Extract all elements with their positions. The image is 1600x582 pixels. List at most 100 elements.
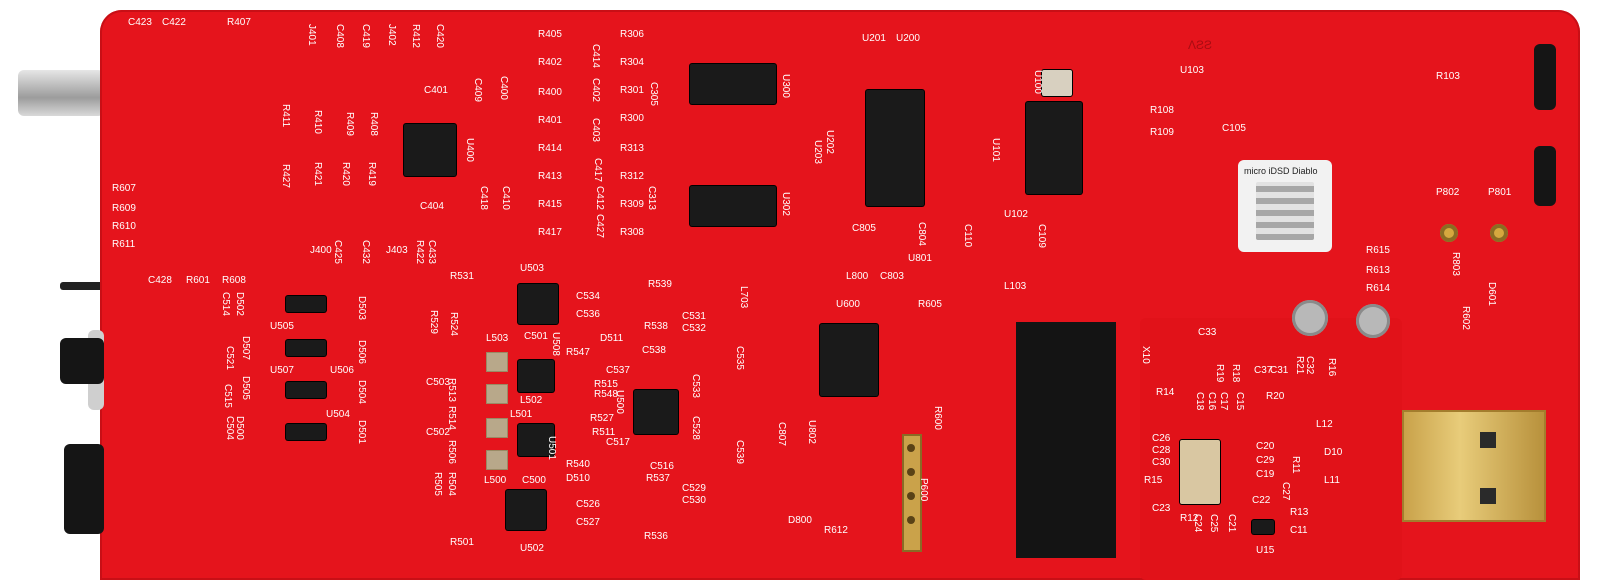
silkscreen-label: C534 — [576, 291, 600, 302]
inductor-l503 — [486, 352, 508, 372]
silkscreen-label: R529 — [428, 310, 439, 334]
silkscreen-label: R548 — [594, 389, 618, 400]
silkscreen-label: U500 — [614, 390, 625, 414]
silkscreen-label: U802 — [806, 420, 817, 444]
ic-u503 — [518, 284, 558, 324]
silkscreen-label: L501 — [510, 409, 533, 420]
silkscreen-label: R803 — [1450, 252, 1461, 276]
silkscreen-label: C26 — [1152, 433, 1171, 444]
silkscreen-label: L11 — [1324, 475, 1340, 486]
silkscreen-label: L503 — [486, 333, 509, 344]
silkscreen-label: C37 — [1254, 365, 1273, 376]
ic-u502 — [506, 490, 546, 530]
silkscreen-label: U302 — [780, 192, 791, 216]
product-sticker: micro iDSD Diablo — [1238, 160, 1332, 252]
silkscreen-label: R407 — [227, 17, 251, 28]
silkscreen-label: R540 — [566, 459, 590, 470]
silkscreen-label: C28 — [1152, 445, 1171, 456]
silkscreen-label: D501 — [356, 420, 367, 444]
silkscreen-label: C16 — [1206, 392, 1217, 411]
silkscreen-label: C27 — [1280, 482, 1291, 501]
silkscreen-label: R511 — [592, 427, 616, 438]
silkscreen-label: C532 — [682, 323, 706, 334]
silkscreen-label: U600 — [836, 299, 860, 310]
silkscreen-label: J400 — [310, 245, 332, 256]
ic-u505 — [286, 296, 326, 312]
silkscreen-label: C529 — [682, 483, 706, 494]
silkscreen-label: R408 — [368, 112, 379, 136]
silkscreen-label: C531 — [682, 311, 706, 322]
silkscreen-label: C526 — [576, 499, 600, 510]
pin — [907, 444, 915, 452]
silkscreen-label: U501 — [546, 436, 557, 460]
silkscreen-label: D511 — [600, 333, 624, 344]
silkscreen-label: R409 — [344, 112, 355, 136]
silkscreen-label: C414 — [590, 44, 601, 68]
silkscreen-label: C18 — [1194, 392, 1205, 411]
silkscreen-label: C807 — [776, 422, 787, 446]
silkscreen-label: R527 — [590, 413, 614, 424]
silkscreen-label: C23 — [1152, 503, 1171, 514]
silkscreen-label: C417 — [592, 158, 603, 182]
silkscreen-label: C22 — [1252, 495, 1271, 506]
inductor-l501 — [486, 418, 508, 438]
ic-u300 — [690, 64, 776, 104]
ic-u15 — [1252, 520, 1274, 534]
silkscreen-label: R547 — [566, 347, 590, 358]
silkscreen-label: C428 — [148, 275, 172, 286]
silkscreen-label: R609 — [112, 203, 136, 214]
crystal-u100 — [1042, 70, 1072, 96]
silkscreen-label: R411 — [280, 104, 291, 128]
test-pad-p802 — [1440, 224, 1458, 242]
pin — [907, 516, 915, 524]
silkscreen-label: R538 — [644, 321, 668, 332]
silkscreen-label: R605 — [918, 299, 942, 310]
silkscreen-label: C516 — [650, 461, 674, 472]
silkscreen-label: C433 — [426, 240, 437, 264]
silkscreen-label: J402 — [386, 24, 397, 46]
silkscreen-label: C432 — [360, 240, 371, 264]
silkscreen-label: R13 — [1290, 507, 1309, 518]
silkscreen-label: U505 — [270, 321, 294, 332]
silkscreen-label: D502 — [234, 292, 245, 316]
pin — [907, 468, 915, 476]
silkscreen-label: C19 — [1256, 469, 1275, 480]
ic-u501 — [518, 424, 554, 456]
silkscreen-label: U202 — [824, 130, 835, 154]
silkscreen-label: C400 — [498, 76, 509, 100]
silkscreen-label: C537 — [606, 365, 630, 376]
silkscreen-label: J403 — [386, 245, 408, 256]
ic-u507 — [286, 340, 326, 356]
silkscreen-label: L502 — [520, 395, 543, 406]
silkscreen-label: C401 — [424, 85, 448, 96]
mount-hole-left — [1292, 300, 1328, 336]
silkscreen-label: U101 — [990, 138, 1001, 162]
silkscreen-label: R413 — [538, 171, 562, 182]
silkscreen-label: C804 — [916, 222, 927, 246]
silkscreen-label: C422 — [162, 17, 186, 28]
usb-window-top — [1480, 432, 1496, 448]
silkscreen-label: C105 — [1222, 123, 1246, 134]
silkscreen-label: C503 — [426, 377, 450, 388]
silkscreen-label: R18 — [1230, 364, 1241, 383]
ic-u400 — [404, 124, 456, 176]
silkscreen-label: U400 — [464, 138, 475, 162]
silkscreen-label: C15 — [1234, 392, 1245, 411]
silkscreen-label: J401 — [306, 24, 317, 46]
silkscreen-label: R400 — [538, 87, 562, 98]
silkscreen-label: P600 — [918, 478, 929, 502]
board-to-board-connector — [1016, 322, 1116, 558]
silkscreen-label: C109 — [1036, 224, 1047, 248]
silkscreen-label: R600 — [932, 406, 943, 430]
silkscreen-label: C419 — [360, 24, 371, 48]
silkscreen-label: D800 — [788, 515, 812, 526]
pin — [907, 492, 915, 500]
silkscreen-label: C420 — [434, 24, 445, 48]
silkscreen-label: R304 — [620, 57, 644, 68]
silkscreen-label: D506 — [356, 340, 367, 364]
silkscreen-label: C515 — [222, 384, 233, 408]
silkscreen-label: U502 — [520, 543, 544, 554]
silkscreen-label: C539 — [734, 440, 745, 464]
silkscreen-label: R19 — [1214, 364, 1225, 383]
silkscreen-label: R12 — [1180, 513, 1199, 524]
